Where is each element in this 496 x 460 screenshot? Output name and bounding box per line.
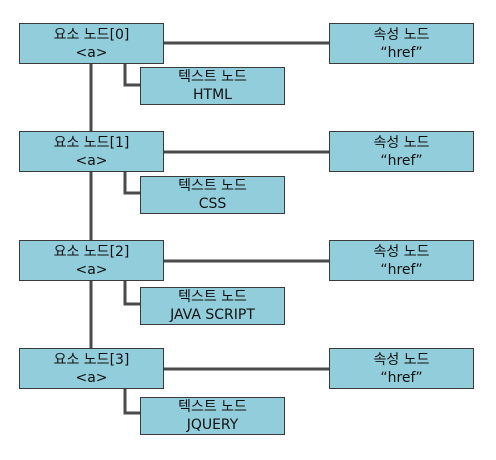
text-connector-0 bbox=[123, 64, 140, 87]
element-node-title: 요소 노드[3] bbox=[53, 351, 130, 368]
attribute-node-1: 속성 노드 “href” bbox=[329, 131, 474, 172]
attribute-node-2: 속성 노드 “href” bbox=[329, 240, 474, 281]
element-node-tag: <a> bbox=[75, 44, 108, 61]
element-node-0: 요소 노드[0] <a> bbox=[19, 23, 164, 64]
text-connector-1 bbox=[123, 172, 140, 195]
attribute-node-value: “href” bbox=[380, 44, 423, 61]
element-node-title: 요소 노드[1] bbox=[53, 134, 130, 151]
text-node-2: 텍스트 노드 JAVA SCRIPT bbox=[140, 287, 285, 325]
attribute-node-title: 속성 노드 bbox=[373, 134, 430, 151]
text-node-title: 텍스트 노드 bbox=[178, 178, 247, 194]
text-node-title: 텍스트 노드 bbox=[178, 399, 247, 415]
text-node-value: HTML bbox=[193, 87, 232, 103]
text-node-title: 텍스트 노드 bbox=[178, 289, 247, 305]
attribute-node-value: “href” bbox=[380, 152, 423, 169]
element-node-tag: <a> bbox=[75, 369, 108, 386]
text-node-value: JAVA SCRIPT bbox=[170, 307, 255, 323]
text-node-value: CSS bbox=[198, 196, 227, 212]
text-node-1: 텍스트 노드 CSS bbox=[140, 176, 285, 214]
text-connector-3 bbox=[123, 389, 140, 415]
attribute-node-value: “href” bbox=[380, 261, 423, 278]
element-node-title: 요소 노드[0] bbox=[53, 26, 130, 43]
text-node-value: JQUERY bbox=[186, 417, 239, 433]
text-node-3: 텍스트 노드 JQUERY bbox=[140, 397, 285, 435]
attribute-node-title: 속성 노드 bbox=[373, 26, 430, 43]
element-node-tag: <a> bbox=[75, 152, 108, 169]
attribute-node-value: “href” bbox=[380, 369, 423, 386]
text-node-title: 텍스트 노드 bbox=[178, 69, 247, 85]
text-node-0: 텍스트 노드 HTML bbox=[140, 67, 285, 105]
attribute-node-title: 속성 노드 bbox=[373, 243, 430, 260]
element-node-3: 요소 노드[3] <a> bbox=[19, 348, 164, 389]
element-node-title: 요소 노드[2] bbox=[53, 243, 130, 260]
attribute-node-0: 속성 노드 “href” bbox=[329, 23, 474, 64]
element-node-1: 요소 노드[1] <a> bbox=[19, 131, 164, 172]
attribute-node-3: 속성 노드 “href” bbox=[329, 348, 474, 389]
element-node-tag: <a> bbox=[75, 261, 108, 278]
element-node-2: 요소 노드[2] <a> bbox=[19, 240, 164, 281]
text-connector-2 bbox=[123, 281, 140, 306]
attribute-node-title: 속성 노드 bbox=[373, 351, 430, 368]
